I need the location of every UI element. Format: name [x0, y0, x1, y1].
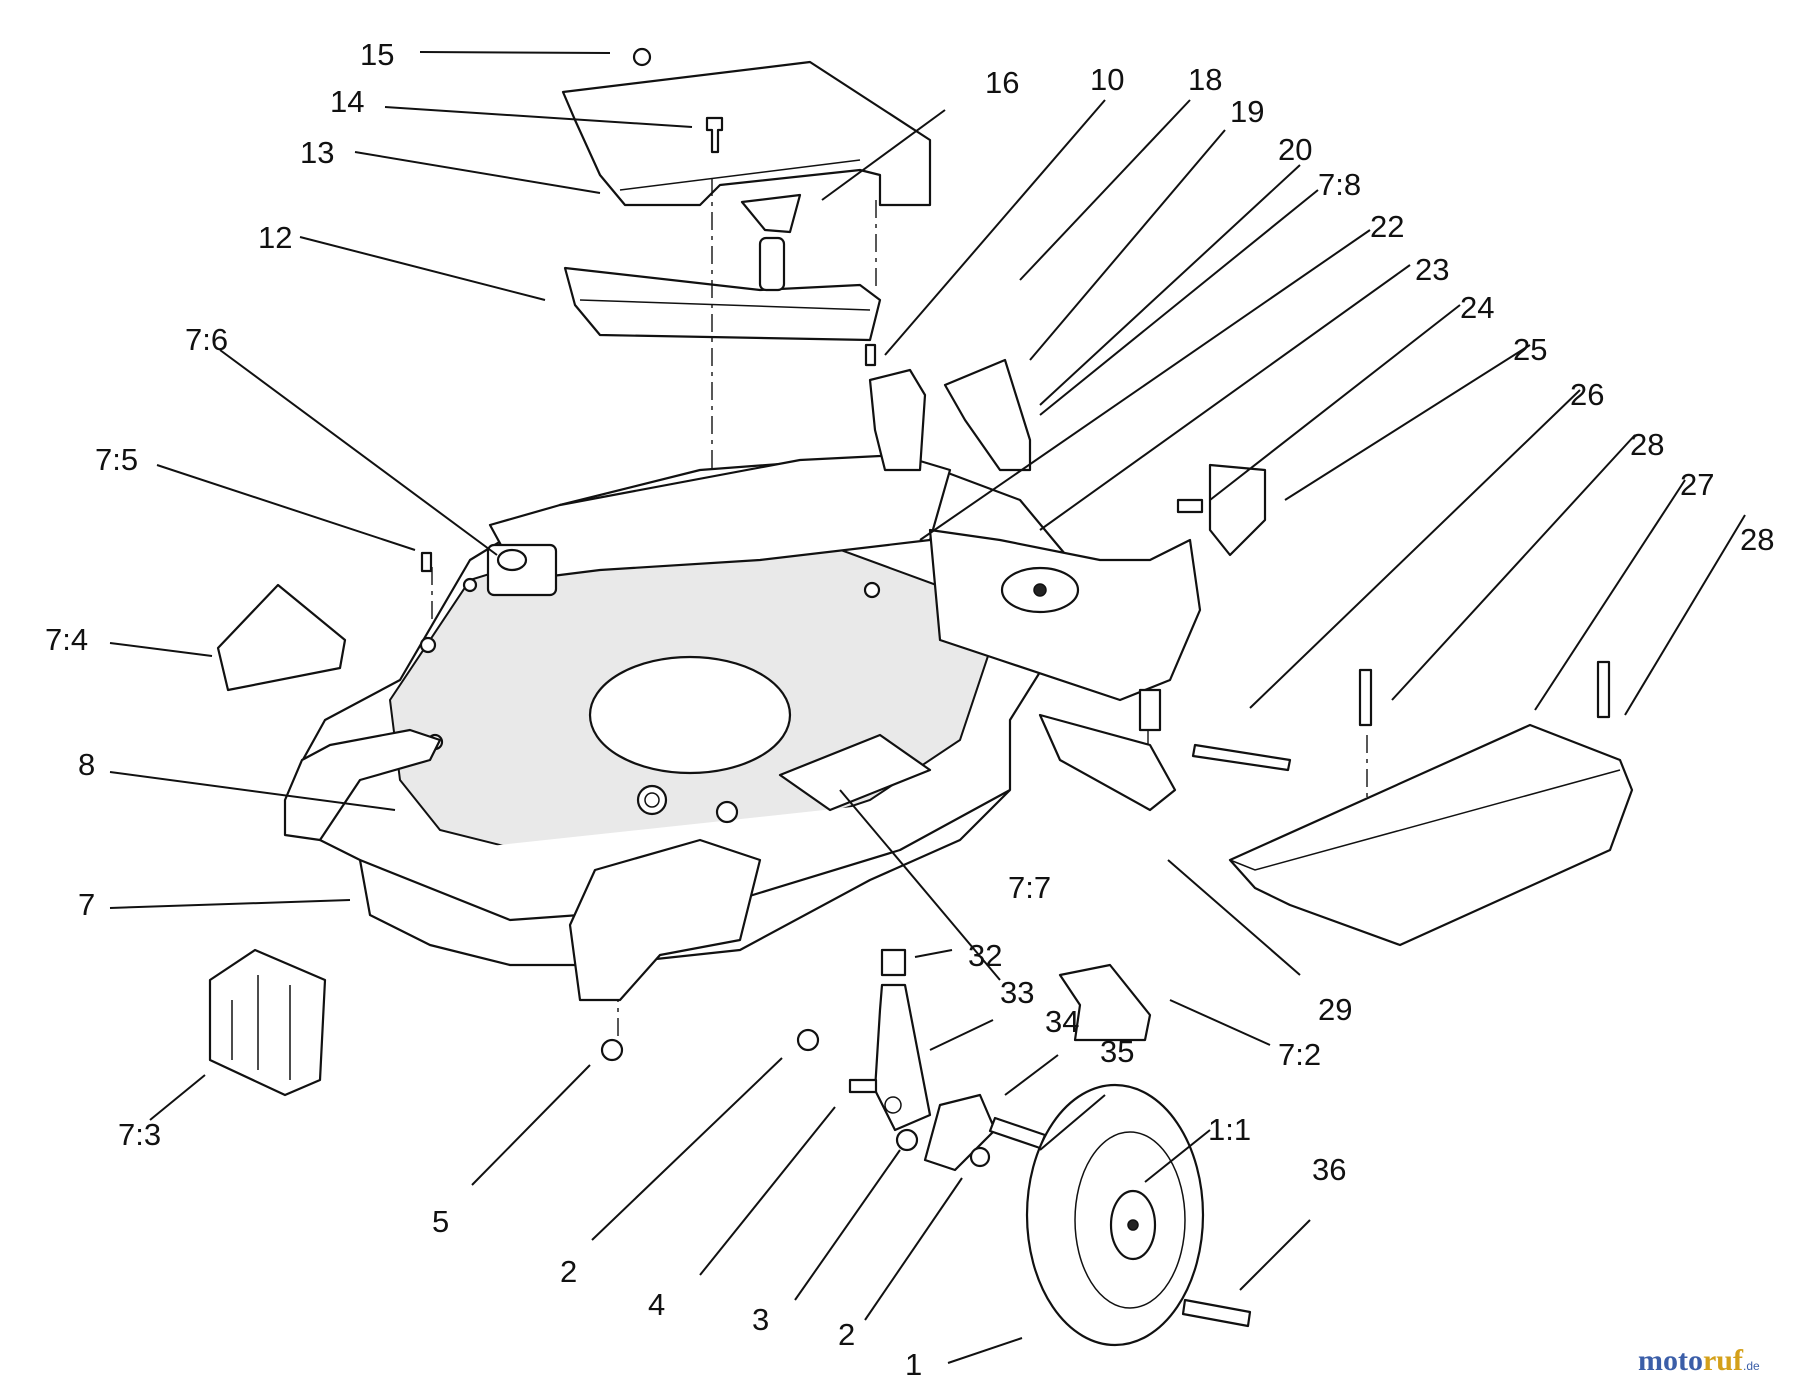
callout-22: 22	[1370, 209, 1404, 244]
callout-23: 23	[1415, 252, 1449, 287]
callout-7: 7	[78, 887, 95, 922]
callout-29: 29	[1318, 992, 1352, 1027]
callout-20: 20	[1278, 132, 1312, 167]
callout-12: 12	[258, 220, 292, 255]
callout-1-1: 1:1	[1208, 1112, 1251, 1147]
part-28-bolt-a	[1358, 668, 1373, 727]
part-4-bolt	[848, 1078, 878, 1094]
callout-19: 19	[1230, 94, 1264, 129]
callout-4: 4	[648, 1287, 665, 1322]
part-29-axle-shield	[1038, 713, 1177, 812]
part-24-bolt	[1176, 498, 1204, 514]
callout-7-8: 7:8	[1318, 167, 1361, 202]
part-28-bolt-b	[1596, 660, 1611, 719]
part-27-rear-flap	[1228, 723, 1634, 947]
callout-27: 27	[1680, 467, 1714, 502]
part-36-wheel-bolt	[1181, 1298, 1252, 1328]
callout-34: 34	[1045, 1004, 1079, 1039]
part-3-nut	[895, 1128, 919, 1152]
part-16-clip	[740, 193, 802, 234]
callout-2-b: 2	[838, 1317, 855, 1352]
callout-33: 33	[1000, 975, 1034, 1010]
callout-7-4: 7:4	[45, 622, 88, 657]
callout-24: 24	[1460, 290, 1494, 325]
part-15-nut	[632, 47, 652, 67]
callout-35: 35	[1100, 1034, 1134, 1069]
callout-7-3: 7:3	[118, 1117, 161, 1152]
part-7-7-decal	[778, 733, 932, 812]
callout-1: 1	[905, 1347, 922, 1382]
part-7-6-plug	[496, 548, 528, 572]
part-7-8-bracket	[943, 358, 1032, 472]
callout-28-a: 28	[1630, 427, 1664, 462]
callout-2-a: 2	[560, 1254, 577, 1289]
part-26-rod	[1191, 743, 1292, 772]
callout-16: 16	[985, 65, 1019, 100]
part-left-bumper	[283, 728, 442, 842]
callout-28-b: 28	[1740, 522, 1774, 557]
callout-25: 25	[1513, 332, 1547, 367]
callout-26: 26	[1570, 377, 1604, 412]
part-25-bracket	[1208, 463, 1267, 557]
callout-3: 3	[752, 1302, 769, 1337]
callout-5: 5	[432, 1204, 449, 1239]
svg-text:motoruf.de: motoruf.de	[1638, 1344, 1760, 1377]
part-7-3-mulch-plug	[208, 948, 327, 1097]
part-33-height-plate	[873, 983, 932, 1132]
part-35-axle-bolt	[988, 1116, 1047, 1150]
callout-7-2: 7:2	[1278, 1037, 1321, 1072]
callout-36: 36	[1312, 1152, 1346, 1187]
callout-10: 10	[1090, 62, 1124, 97]
callout-7-7: 7:7	[1008, 870, 1051, 905]
part-12-baffle	[563, 266, 882, 342]
callout-14: 14	[330, 84, 364, 119]
part-32-cap	[880, 948, 907, 977]
watermark-logo: motoruf.de	[1638, 1344, 1760, 1377]
callout-32: 32	[968, 938, 1002, 973]
callout-15: 15	[360, 37, 394, 72]
watermark-part-c: .de	[1743, 1359, 1760, 1373]
callout-18: 18	[1188, 62, 1222, 97]
part-7-2-guard	[1058, 963, 1152, 1042]
part-7-5-screw	[420, 551, 433, 573]
callout-7-6: 7:6	[185, 322, 228, 357]
callout-8: 8	[78, 747, 95, 782]
part-7-4-mulch-plug	[216, 583, 347, 692]
watermark-part-b: ruf	[1703, 1344, 1744, 1377]
part-10-screw	[864, 343, 877, 367]
part-2-washer-a	[796, 1028, 820, 1052]
part-5-nut	[600, 1038, 624, 1062]
part-14-screw	[705, 116, 724, 154]
part-13-top-cover	[561, 60, 932, 207]
callout-13: 13	[300, 135, 334, 170]
callout-7-5: 7:5	[95, 442, 138, 477]
watermark-part-a: moto	[1638, 1344, 1703, 1377]
part-2-washer-b	[969, 1146, 991, 1168]
